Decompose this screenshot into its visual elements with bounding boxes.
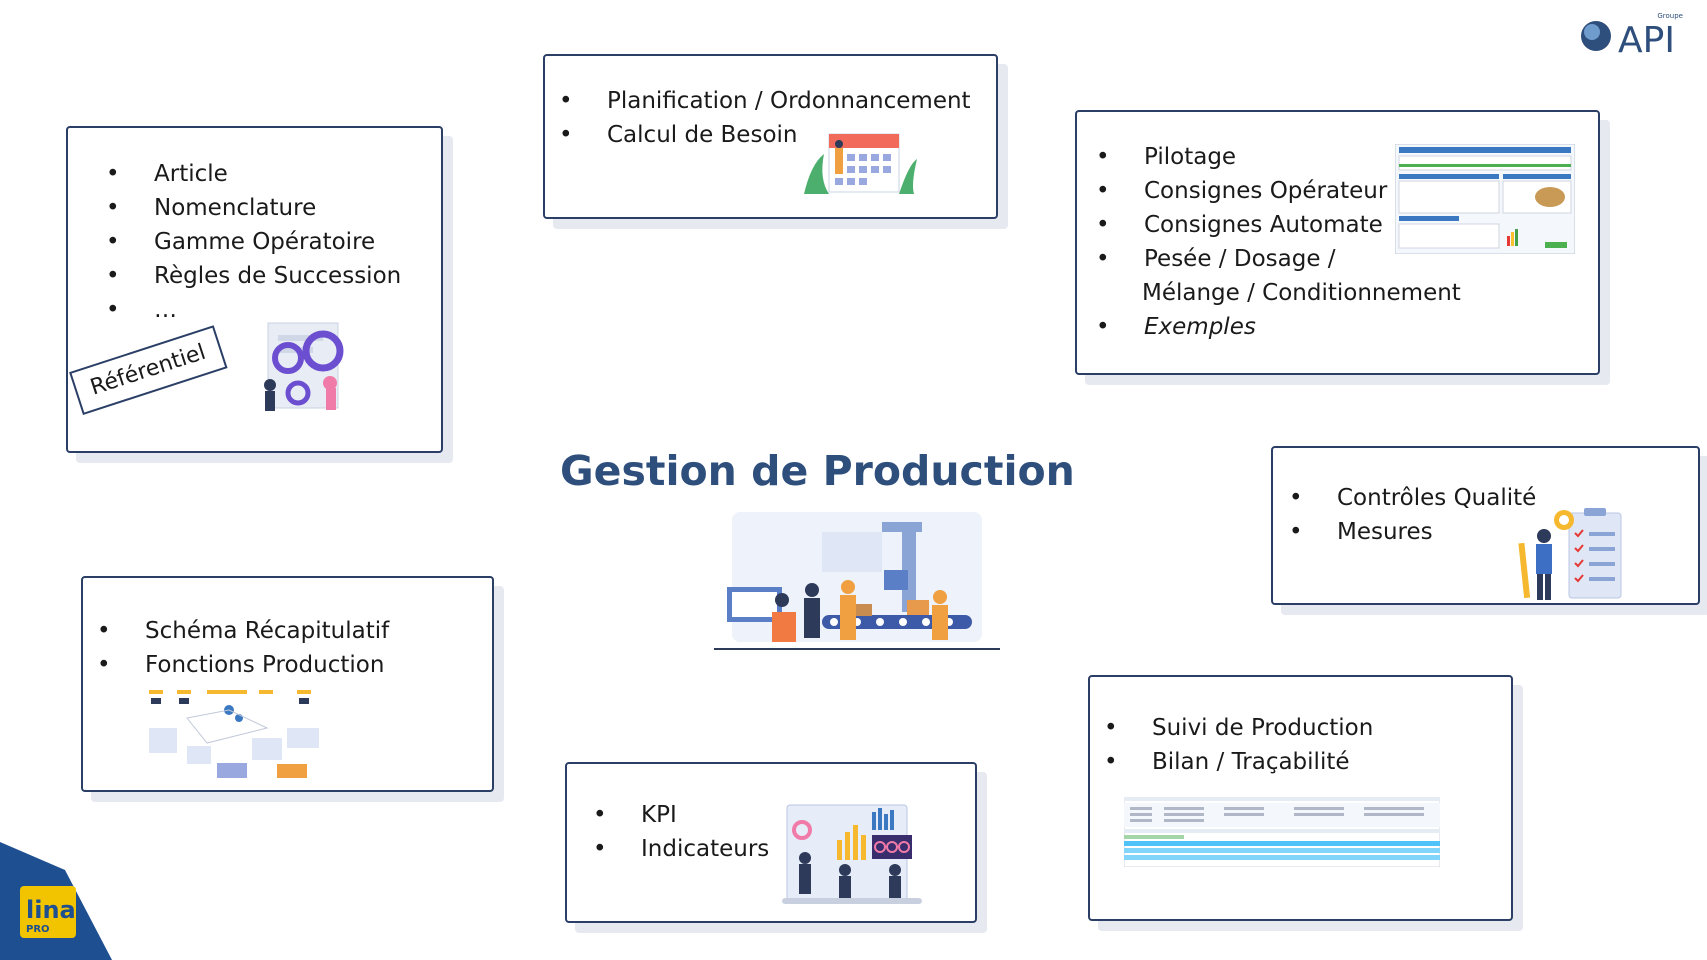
list-item: Consignes Opérateur — [1096, 174, 1461, 208]
api-logo: Groupe API — [1580, 8, 1700, 67]
list-item: Schéma Récapitulatif — [97, 614, 389, 648]
card-planification: Planification / Ordonnancement Calcul de… — [543, 54, 998, 219]
gears-illustration — [248, 313, 358, 427]
list-item: Nomenclature — [106, 191, 401, 225]
list-item: Calcul de Besoin — [559, 118, 971, 152]
referentiel-list: Article Nomenclature Gamme Opératoire Rè… — [106, 157, 401, 327]
schema-thumbnail — [147, 688, 322, 784]
list-item: Planification / Ordonnancement — [559, 84, 971, 118]
list-item: Pilotage — [1096, 140, 1461, 174]
schema-list: Schéma Récapitulatif Fonctions Productio… — [97, 614, 389, 682]
api-logo-text: API — [1618, 20, 1675, 61]
list-item-exemples: Exemples — [1096, 310, 1461, 344]
list-item: Règles de Succession — [106, 259, 401, 293]
list-item: Suivi de Production — [1104, 711, 1373, 745]
list-item: Gamme Opératoire — [106, 225, 401, 259]
list-item: Contrôles Qualité — [1289, 481, 1536, 515]
card-kpi: KPI Indicateurs — [565, 762, 977, 923]
calendar-illustration — [799, 124, 919, 200]
lina-pro-logo: lina PRO — [0, 842, 115, 960]
card-suivi: Suivi de Production Bilan / Traçabilité — [1088, 675, 1513, 921]
card-pilotage: Pilotage Consignes Opérateur Consignes A… — [1075, 110, 1600, 375]
page-title: Gestion de Production — [560, 447, 1075, 495]
list-item: Indicateurs — [593, 832, 769, 866]
quality-checklist-illustration — [1509, 508, 1629, 607]
card-referentiel: Article Nomenclature Gamme Opératoire Rè… — [66, 126, 443, 453]
suivi-list: Suivi de Production Bilan / Traçabilité — [1104, 711, 1373, 779]
list-item: KPI — [593, 798, 769, 832]
dashboard-illustration — [777, 800, 927, 914]
list-item: Mesures — [1289, 515, 1536, 549]
lina-logo-subtext: PRO — [26, 924, 50, 935]
api-logo-small-text: Groupe — [1657, 12, 1683, 20]
list-item: Bilan / Traçabilité — [1104, 745, 1373, 779]
tracking-table-thumbnail — [1123, 796, 1441, 871]
card-qualite: Contrôles Qualité Mesures — [1271, 446, 1700, 605]
screenshot-thumbnail — [1394, 143, 1576, 258]
list-item: Article — [106, 157, 401, 191]
factory-illustration — [712, 512, 1002, 656]
kpi-list: KPI Indicateurs — [593, 798, 769, 866]
list-item-continuation: Mélange / Conditionnement — [1142, 280, 1461, 306]
list-item: … — [106, 293, 401, 327]
pilotage-list: Pilotage Consignes Opérateur Consignes A… — [1096, 140, 1461, 344]
card-schema: Schéma Récapitulatif Fonctions Productio… — [81, 576, 494, 792]
list-item: Fonctions Production — [97, 648, 389, 682]
qualite-list: Contrôles Qualité Mesures — [1289, 481, 1536, 549]
list-item: Consignes Automate — [1096, 208, 1461, 242]
lina-logo-text: lina — [26, 896, 76, 924]
planification-list: Planification / Ordonnancement Calcul de… — [559, 84, 971, 152]
list-item: Pesée / Dosage / — [1096, 242, 1461, 276]
